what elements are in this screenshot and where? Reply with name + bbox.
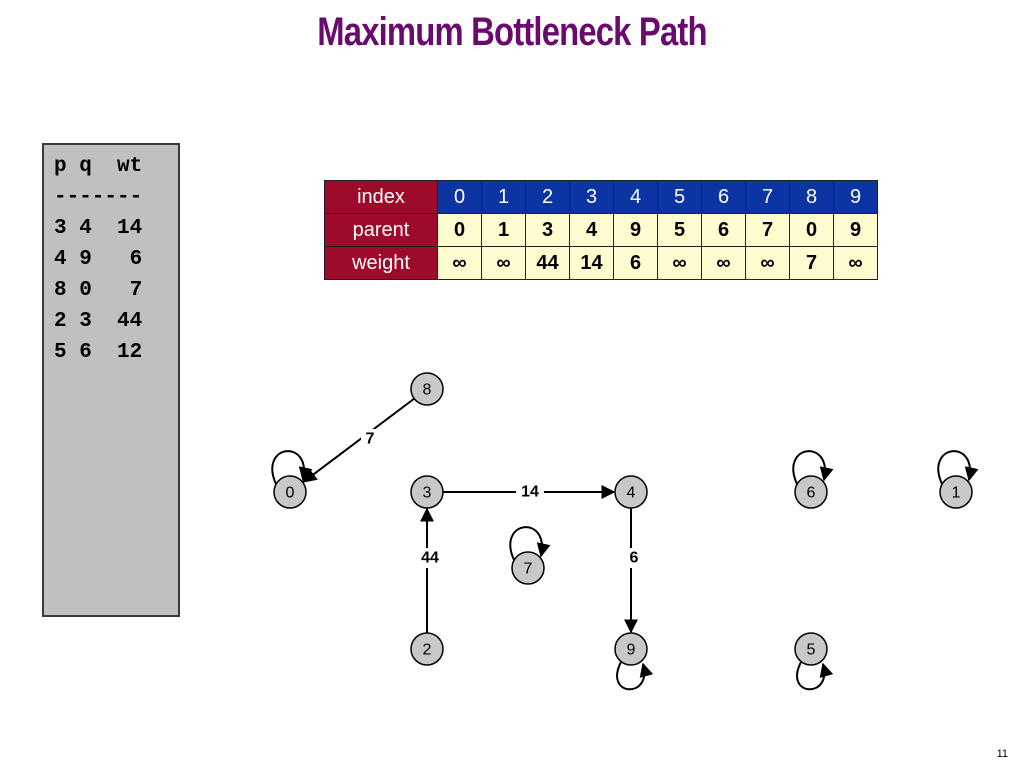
edge-2-3: 44 [416, 507, 444, 633]
edges-layer: 7 14 44 6 [302, 397, 643, 634]
row-header-index: index [324, 180, 438, 214]
node-circle [410, 632, 444, 666]
self-loop-9 [616, 661, 654, 691]
input-edge-line: 4 9 6 [54, 248, 143, 271]
node-0: 0 [273, 475, 307, 509]
node-label: 2 [423, 642, 432, 659]
row-header-weight: weight [324, 246, 438, 280]
node-1: 1 [939, 475, 973, 509]
node-3: 3 [410, 475, 444, 509]
node-9: 9 [614, 632, 648, 666]
index-cell: 1 [481, 180, 526, 214]
index-row: index 0 1 2 3 4 5 6 7 8 9 [324, 180, 878, 214]
weight-cell: ∞ [833, 246, 878, 280]
node-label: 4 [627, 485, 636, 502]
parent-cell: 9 [613, 213, 658, 247]
node-2: 2 [410, 632, 444, 666]
index-cell: 9 [833, 180, 878, 214]
self-loop-7 [509, 526, 551, 561]
input-edge-line: 5 6 12 [54, 341, 143, 364]
parent-cell: 1 [481, 213, 526, 247]
node-circle [614, 475, 648, 509]
edge-3-4: 14 [443, 482, 616, 502]
edge-line [302, 397, 415, 483]
edge-weight-label: 44 [421, 550, 439, 567]
node-circle [614, 632, 648, 666]
edge-label-background [625, 548, 643, 568]
node-5: 5 [794, 632, 828, 666]
edge-label-background [361, 429, 379, 449]
parent-cell: 4 [569, 213, 614, 247]
slide-title: Maximum Bottleneck Path [317, 10, 707, 54]
parent-cell: 0 [437, 213, 482, 247]
parent-cell: 6 [701, 213, 746, 247]
parent-cell: 0 [789, 213, 834, 247]
node-label: 9 [627, 642, 636, 659]
edge-4-9: 6 [624, 508, 643, 634]
node-label: 0 [286, 485, 295, 502]
node-circle [794, 632, 828, 666]
self-loop-6 [792, 450, 834, 485]
parent-row: parent 0 1 3 4 9 5 6 7 0 9 [324, 213, 878, 247]
union-find-table: index 0 1 2 3 4 5 6 7 8 9 parent 0 1 3 4… [324, 180, 878, 280]
self-loops-layer [271, 450, 979, 691]
index-cell: 6 [701, 180, 746, 214]
self-loop-1 [937, 450, 979, 485]
edge-weight-label: 14 [521, 484, 539, 501]
index-cell: 2 [525, 180, 570, 214]
weight-cell: 7 [789, 246, 834, 280]
node-label: 5 [807, 642, 816, 659]
index-cell: 5 [657, 180, 702, 214]
edge-label-background [516, 482, 544, 502]
index-cell: 4 [613, 180, 658, 214]
node-label: 7 [524, 561, 533, 578]
node-circle [410, 475, 444, 509]
row-header-parent: parent [324, 213, 438, 247]
index-cell: 0 [437, 180, 482, 214]
node-circle [939, 475, 973, 509]
input-edge-line: 8 0 7 [54, 279, 143, 302]
node-label: 3 [423, 485, 432, 502]
node-6: 6 [794, 475, 828, 509]
node-circle [410, 372, 444, 406]
weight-row: weight ∞ ∞ 44 14 6 ∞ ∞ ∞ 7 ∞ [324, 246, 878, 280]
weight-cell: ∞ [657, 246, 702, 280]
node-4: 4 [614, 475, 648, 509]
edge-weight-label: 7 [366, 431, 375, 448]
node-label: 8 [423, 382, 432, 399]
node-label: 6 [807, 485, 816, 502]
index-cell: 7 [745, 180, 790, 214]
input-edge-line: 2 3 44 [54, 310, 143, 333]
index-cell: 8 [789, 180, 834, 214]
node-circle [794, 475, 828, 509]
node-label: 1 [952, 485, 961, 502]
edge-8-0: 7 [302, 397, 415, 483]
weight-cell: ∞ [701, 246, 746, 280]
node-8: 8 [410, 372, 444, 406]
weight-cell: 44 [525, 246, 570, 280]
input-header-line: p q wt [54, 155, 143, 178]
input-separator-line: ------- [54, 186, 143, 209]
self-loop-5 [796, 661, 834, 691]
slide-number: 11 [996, 748, 1008, 760]
weight-cell: ∞ [481, 246, 526, 280]
weight-cell: ∞ [745, 246, 790, 280]
nodes-layer: 0 1 2 3 4 5 6 7 8 9 [273, 372, 973, 666]
input-edge-line: 3 4 14 [54, 217, 143, 240]
parent-cell: 9 [833, 213, 878, 247]
weight-cell: 6 [613, 246, 658, 280]
node-circle [511, 551, 545, 585]
edge-label-background [416, 548, 444, 568]
edge-weight-label: 6 [630, 550, 639, 567]
node-circle [273, 475, 307, 509]
self-loop-0 [271, 450, 313, 485]
weight-cell: ∞ [437, 246, 482, 280]
node-7: 7 [511, 551, 545, 585]
input-edge-list-panel: p q wt ------- 3 4 14 4 9 6 8 0 7 2 3 44… [42, 143, 180, 617]
